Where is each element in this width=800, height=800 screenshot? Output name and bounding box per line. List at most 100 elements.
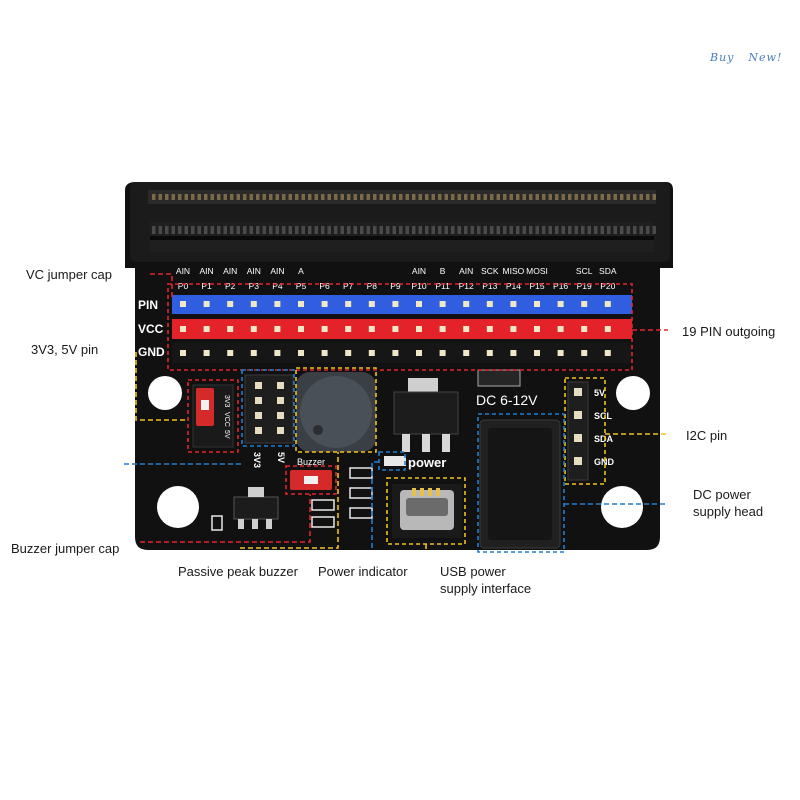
edge-contact (626, 194, 630, 200)
edge-contact (509, 226, 513, 234)
edge-contact (607, 194, 611, 200)
edge-contact (620, 194, 624, 200)
edge-contact (568, 194, 572, 200)
callout-power-indicator: Power indicator (318, 564, 408, 579)
power-pin-header: 3V3 5V (244, 374, 294, 468)
pin-number-label: P9 (390, 281, 401, 291)
buzzer-jumper: Buzzer (290, 457, 332, 490)
edge-contact (561, 226, 565, 234)
watermark-word-new: New! (748, 51, 783, 64)
edge-contact (444, 226, 448, 234)
callout-i2c-pin: I2C pin (686, 428, 728, 443)
header-pin (298, 301, 304, 307)
pin-number-label: P15 (529, 281, 544, 291)
edge-contact (542, 194, 546, 200)
edge-contact (431, 194, 435, 200)
edge-contact (158, 194, 162, 200)
edge-contact (373, 226, 377, 234)
edge-contact (633, 226, 637, 234)
header-pin (345, 301, 352, 307)
micro-usb-port (392, 484, 462, 538)
header-pin (368, 350, 375, 356)
pin-function-label: AIN (459, 266, 473, 276)
edge-contact (360, 226, 364, 234)
edge-contact (652, 194, 656, 200)
edge-contact (587, 194, 591, 200)
header-pin (557, 326, 564, 332)
edge-contact (366, 226, 370, 234)
edge-contact (184, 194, 188, 200)
edge-contact (425, 226, 429, 234)
pin-function-label: AIN (223, 266, 237, 276)
edge-contact (379, 226, 383, 234)
edge-contact (613, 226, 617, 234)
edge-contact (217, 226, 221, 234)
mounting-hole-bottom-left (157, 486, 199, 528)
pin-number-label: P19 (577, 281, 592, 291)
pin-number-label: P16 (553, 281, 568, 291)
edge-contact (152, 194, 156, 200)
edge-contact (509, 194, 513, 200)
edge-contact (464, 226, 468, 234)
header-pin (392, 350, 399, 356)
edge-contact (178, 226, 182, 234)
edge-contact (457, 194, 461, 200)
edge-contact (574, 194, 578, 200)
i2c-pin-label: GND (594, 457, 615, 467)
header-pin (250, 350, 257, 356)
header-pin (463, 350, 470, 356)
edge-contact (230, 194, 234, 200)
pin-number-label: P5 (296, 281, 307, 291)
edge-contact (386, 226, 390, 234)
header-pin (368, 326, 375, 332)
edge-contact (353, 194, 357, 200)
edge-contact (327, 194, 331, 200)
edge-contact (646, 194, 650, 200)
edge-contact (516, 194, 520, 200)
edge-contact (405, 194, 409, 200)
edge-contact (256, 194, 260, 200)
power-led-label: power (408, 455, 446, 470)
header-pin (510, 326, 517, 332)
pin-number-label: P20 (600, 281, 615, 291)
edge-contact (334, 194, 338, 200)
power-header-label-3v3: 3V3 (252, 452, 262, 468)
pin-number-label: P14 (506, 281, 521, 291)
pin-function-label: AIN (200, 266, 214, 276)
edge-contact (535, 226, 539, 234)
power-header-pin (255, 397, 262, 404)
edge-contact (308, 194, 312, 200)
pin-header-rows (172, 295, 632, 363)
edge-contact (639, 226, 643, 234)
edge-contact (503, 194, 507, 200)
edge-contact (470, 194, 474, 200)
edge-contact (444, 194, 448, 200)
header-pin (510, 301, 517, 307)
pin-number-label: P12 (459, 281, 474, 291)
edge-contact (314, 226, 318, 234)
header-pin (250, 326, 257, 332)
edge-contact (633, 194, 637, 200)
edge-contact (275, 194, 279, 200)
edge-contact (626, 226, 630, 234)
transistor (233, 487, 279, 529)
edge-contact (353, 226, 357, 234)
edge-contact (288, 194, 292, 200)
i2c-pin-label: SCL (594, 411, 613, 421)
pin-function-label: AIN (412, 266, 426, 276)
edge-contact (490, 194, 494, 200)
header-pin (486, 301, 493, 307)
edge-contact (639, 194, 643, 200)
header-pin (321, 350, 328, 356)
pin-number-label: P6 (319, 281, 330, 291)
header-pin (557, 350, 564, 356)
header-pin (604, 326, 611, 332)
header-pin (321, 326, 328, 332)
callout-outlines (167, 283, 633, 553)
header-pin (439, 301, 446, 307)
edge-contact (301, 226, 305, 234)
edge-contact (249, 226, 253, 234)
header-pin (416, 350, 422, 356)
pin-number-label: P11 (435, 281, 450, 291)
